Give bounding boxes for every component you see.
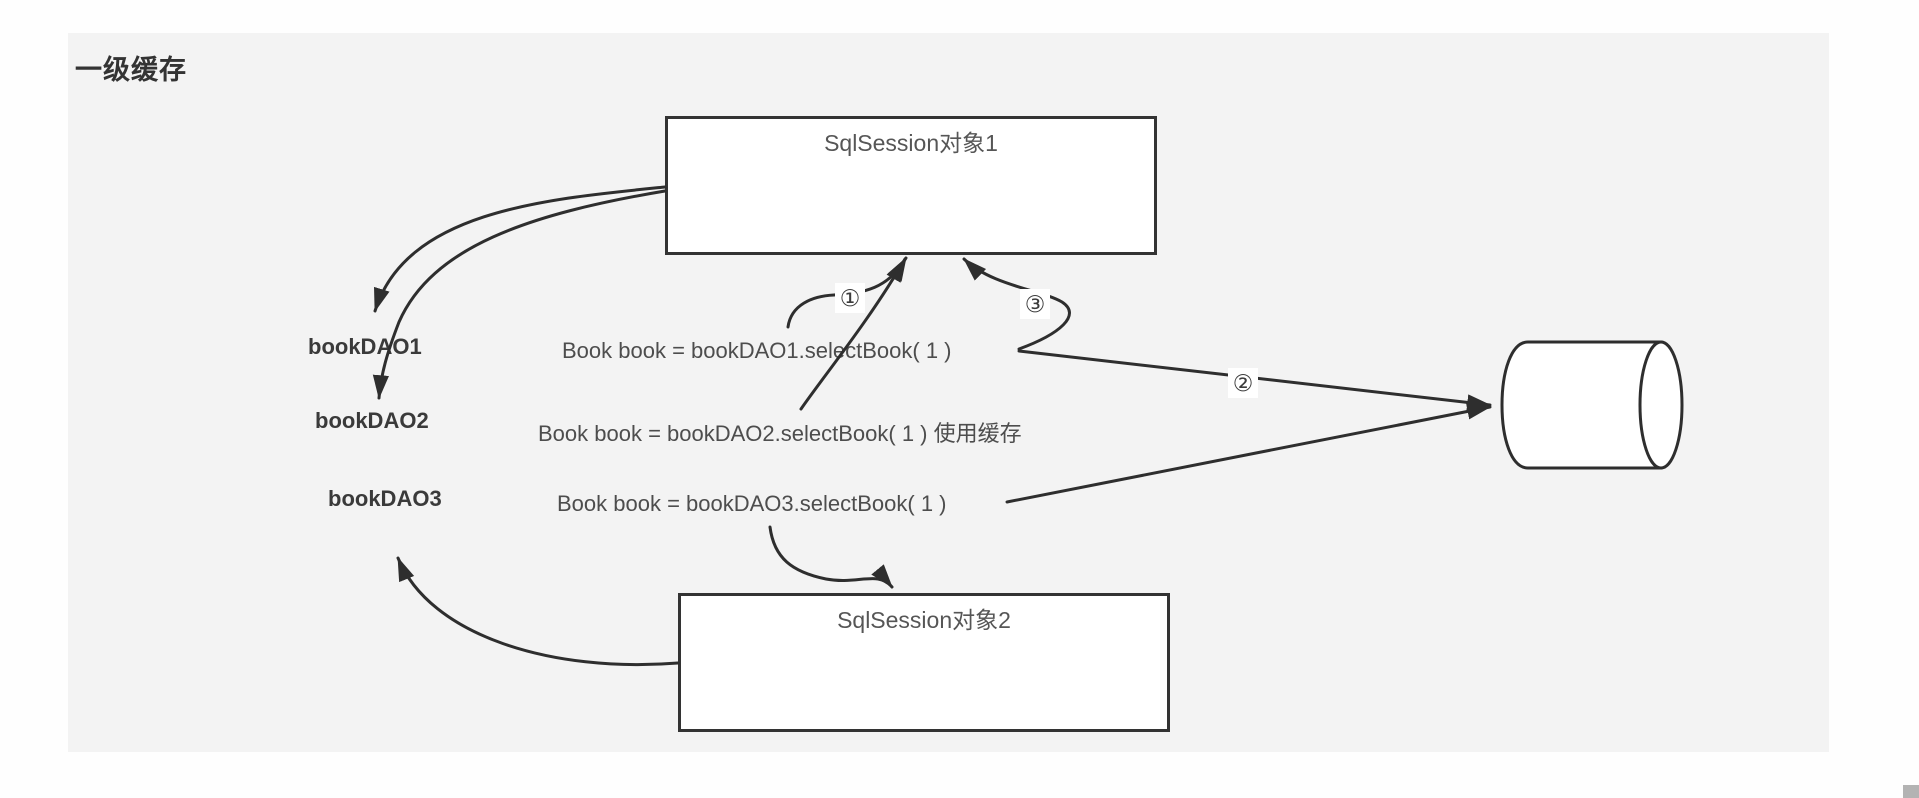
arrow-statement3-to-session2 bbox=[768, 525, 894, 589]
step-badge-1: ① bbox=[835, 283, 865, 313]
scrollbar-corner[interactable] bbox=[1903, 785, 1919, 798]
arrow-session1-to-bookdao2 bbox=[372, 189, 667, 400]
arrow-step3-to-session1 bbox=[962, 257, 1071, 351]
statement-bookdao3: Book book = bookDAO3.selectBook( 1 ) bbox=[557, 491, 947, 516]
statement-bookdao2: Book book = bookDAO2.selectBook( 1 ) 使用缓… bbox=[538, 421, 1022, 446]
sqlsession2-label: SqlSession对象2 bbox=[837, 607, 1011, 633]
cylinder-face bbox=[1638, 340, 1684, 470]
arrow-session1-to-bookdao1 bbox=[373, 185, 667, 313]
bookdao2-label: bookDAO2 bbox=[315, 408, 429, 433]
cylinder-body bbox=[1500, 340, 1663, 470]
sqlsession2-box: SqlSession对象2 bbox=[678, 593, 1170, 732]
bookdao1-label: bookDAO1 bbox=[308, 334, 422, 359]
sqlsession1-box: SqlSession对象1 bbox=[665, 116, 1157, 255]
database-cylinder bbox=[1500, 340, 1684, 470]
page-title: 一级缓存 bbox=[75, 55, 187, 85]
bookdao3-label: bookDAO3 bbox=[328, 486, 442, 511]
step-badge-2: ② bbox=[1228, 368, 1258, 398]
arrow-session2-to-bookdao3 bbox=[396, 556, 680, 667]
sqlsession1-label: SqlSession对象1 bbox=[824, 130, 998, 156]
arrow-statement2-to-session1 bbox=[799, 257, 907, 411]
statement-bookdao1: Book book = bookDAO1.selectBook( 1 ) bbox=[562, 338, 952, 363]
arrow-statement3-to-database bbox=[1005, 403, 1492, 504]
step-badge-3: ③ bbox=[1020, 289, 1050, 319]
